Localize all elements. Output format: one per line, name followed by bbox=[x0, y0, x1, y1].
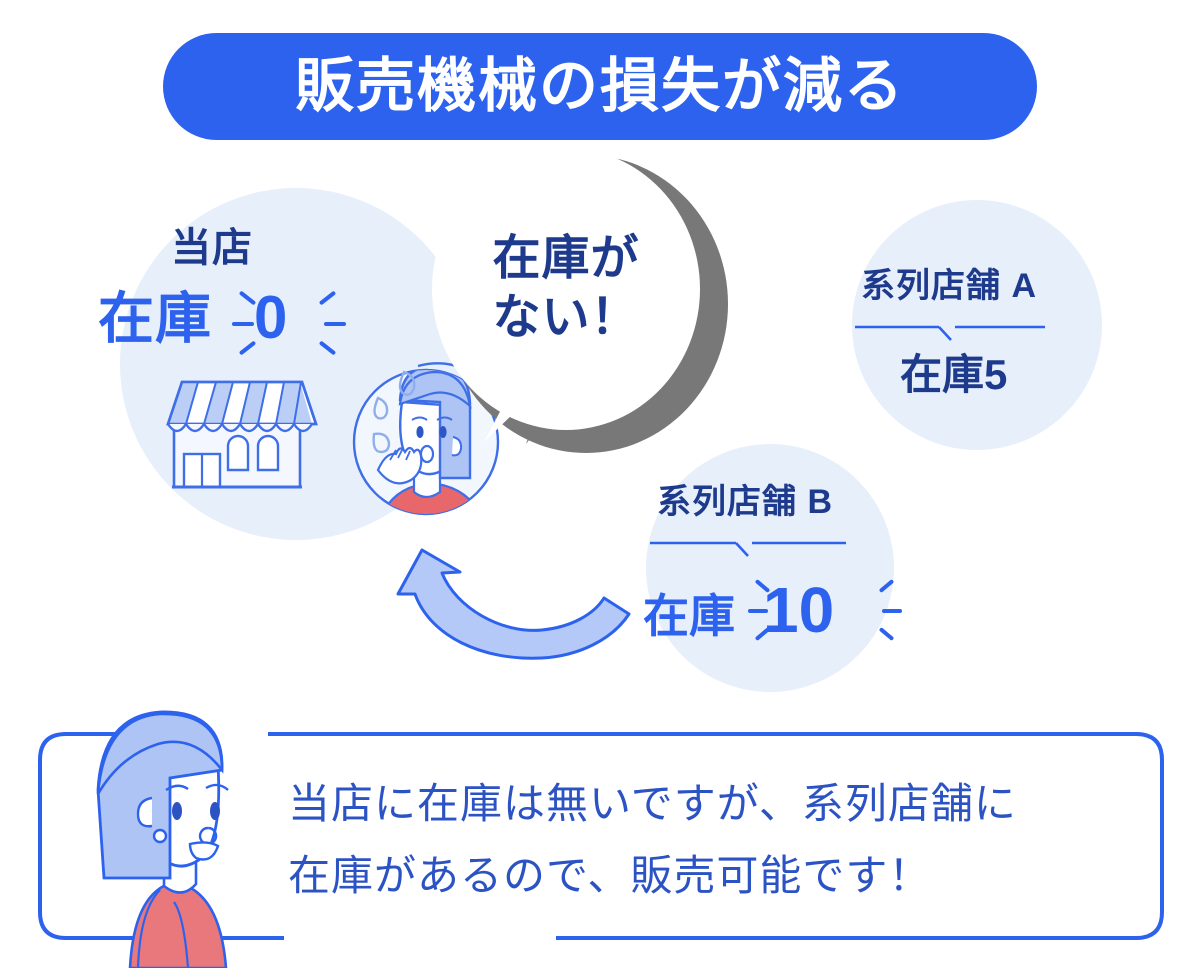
callout-box: 当店に在庫は無いですが、系列店舗に 在庫があるので、販売可能です！ bbox=[36, 730, 1166, 942]
worried-woman-avatar-icon bbox=[352, 362, 500, 516]
branch-b-stock-label: 在庫 bbox=[643, 590, 735, 642]
speech-bubble: 在庫が ない！ bbox=[432, 148, 700, 430]
home-store-label: 当店 bbox=[171, 226, 253, 270]
branch-b-circle bbox=[646, 444, 894, 692]
branch-b-name: 系列店舗 B bbox=[657, 483, 833, 521]
callout-line-1: 当店に在庫は無いですが、系列店舗に bbox=[288, 780, 1017, 827]
storefront-icon bbox=[166, 380, 318, 489]
speech-bubble-line-2: ない！ bbox=[492, 291, 640, 344]
speech-bubble-line-1: 在庫が bbox=[492, 232, 640, 286]
branch-a-circle bbox=[852, 200, 1102, 450]
page-title: 販売機械の損失が減る bbox=[294, 53, 905, 119]
branch-b-stock-value: 10 bbox=[763, 574, 835, 646]
branch-a-stock-value: 5 bbox=[984, 351, 1008, 398]
speech-bubble-tail bbox=[484, 366, 552, 442]
branch-a-divider bbox=[855, 325, 1045, 341]
smiling-woman-illustration bbox=[96, 710, 229, 968]
callout-line-2: 在庫があるので、販売可能です！ bbox=[288, 852, 932, 900]
branch-b-stock: 在庫 10 bbox=[643, 578, 834, 642]
callout-border bbox=[38, 732, 1164, 940]
branch-a-stock-label: 在庫 bbox=[900, 351, 985, 398]
curved-transfer-arrow-icon bbox=[396, 548, 631, 660]
branch-b-divider bbox=[650, 541, 846, 557]
home-store-stock: 在庫 0 bbox=[98, 288, 288, 348]
branch-a-stock: 在庫 5 bbox=[900, 354, 1007, 396]
title-banner: 販売機械の損失が減る bbox=[163, 33, 1037, 140]
callout-text: 当店に在庫は無いですが、系列店舗に 在庫があるので、販売可能です！ bbox=[288, 768, 1017, 912]
home-stock-value: 0 bbox=[254, 284, 289, 351]
branch-a-name: 系列店舗 A bbox=[861, 267, 1037, 305]
home-stock-label: 在庫 bbox=[98, 287, 212, 350]
